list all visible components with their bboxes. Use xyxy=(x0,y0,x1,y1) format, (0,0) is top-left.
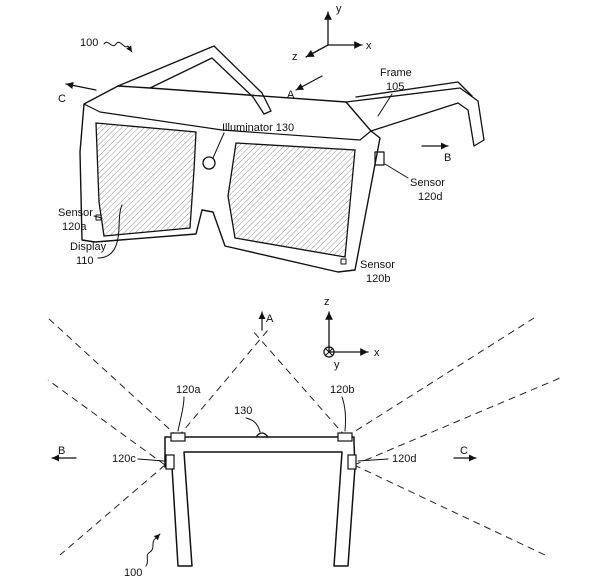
axis-x-label-bottom: x xyxy=(374,347,380,359)
arrow-A-top xyxy=(295,75,323,91)
axis-z-label: z xyxy=(292,51,298,63)
illuminator-130-bottom xyxy=(255,432,269,438)
fov-lines xyxy=(47,317,561,556)
display-label-line2: 110 xyxy=(76,255,94,267)
frame-outline-bottom xyxy=(164,436,356,567)
axis-y-label-bottom: y xyxy=(334,359,340,371)
glasses-perspective-view: y x z 100 A C B Illuminator 130 Frame xyxy=(58,3,485,285)
temple-arm-near xyxy=(345,87,485,147)
ref-100-squiggle-bottom xyxy=(145,533,161,567)
frame-front xyxy=(79,85,381,273)
dir-C-label-top: C xyxy=(58,93,66,105)
dir-B-label-top: B xyxy=(444,152,451,164)
temple-arm-far xyxy=(117,45,272,115)
axis-x-label: x xyxy=(366,40,372,52)
sensor-120b-top xyxy=(340,258,347,265)
frame-top-edge xyxy=(83,103,372,141)
illuminator-130-top xyxy=(202,156,216,170)
sensor-120c-label-bottom: 120c xyxy=(112,453,136,465)
dir-B-label-bottom: B xyxy=(58,445,65,457)
ref-100-squiggle-top xyxy=(103,41,133,53)
sensor-120a-label1: Sensor xyxy=(58,207,93,219)
display-lens-left xyxy=(95,122,197,237)
sensor-120a-label-bottom: 120a xyxy=(176,384,201,396)
sensor-120a-label2: 120a xyxy=(62,221,87,233)
sensor-120d-label1: Sensor xyxy=(410,177,445,189)
axis-triad-top: y x z xyxy=(292,3,372,63)
frame-label-line1: Frame xyxy=(380,67,412,79)
sensor-120d-bottom xyxy=(347,454,357,470)
display-lens-right xyxy=(227,142,356,258)
illuminator-label-top: Illuminator 130 xyxy=(222,122,294,134)
sensor-120d-label-bottom: 120d xyxy=(392,453,416,465)
illuminator-label-bottom: 130 xyxy=(234,405,252,417)
sensor-120b-label-bottom: 120b xyxy=(330,384,354,396)
temple-arm-near-top xyxy=(355,81,473,98)
axis-triad-bottom: z x y xyxy=(323,296,380,371)
glasses-top-view: A z x y B C 130 120a 120b xyxy=(47,296,561,579)
axis-z-label-bottom: z xyxy=(324,296,330,308)
sensor-120b-label2: 120b xyxy=(366,273,390,285)
sensor-120c-bottom xyxy=(165,454,175,470)
sensor-120b-bottom xyxy=(337,432,353,442)
dir-C-label-bottom: C xyxy=(460,445,468,457)
sensor-120d-label2: 120d xyxy=(418,191,442,203)
arrow-C-top xyxy=(65,81,97,91)
ref-100-top: 100 xyxy=(80,37,98,49)
dir-A-label-bottom: A xyxy=(266,313,274,325)
ref-100-bottom: 100 xyxy=(124,567,142,579)
sensor-120a-bottom xyxy=(170,432,186,442)
frame-label-line2: 105 xyxy=(386,81,404,93)
dir-A-label-top: A xyxy=(287,89,295,101)
axis-y-label: y xyxy=(336,3,342,15)
sensor-120b-label1: Sensor xyxy=(360,259,395,271)
sensor-120d-top xyxy=(374,151,385,166)
display-label-line1: Display xyxy=(70,241,107,253)
